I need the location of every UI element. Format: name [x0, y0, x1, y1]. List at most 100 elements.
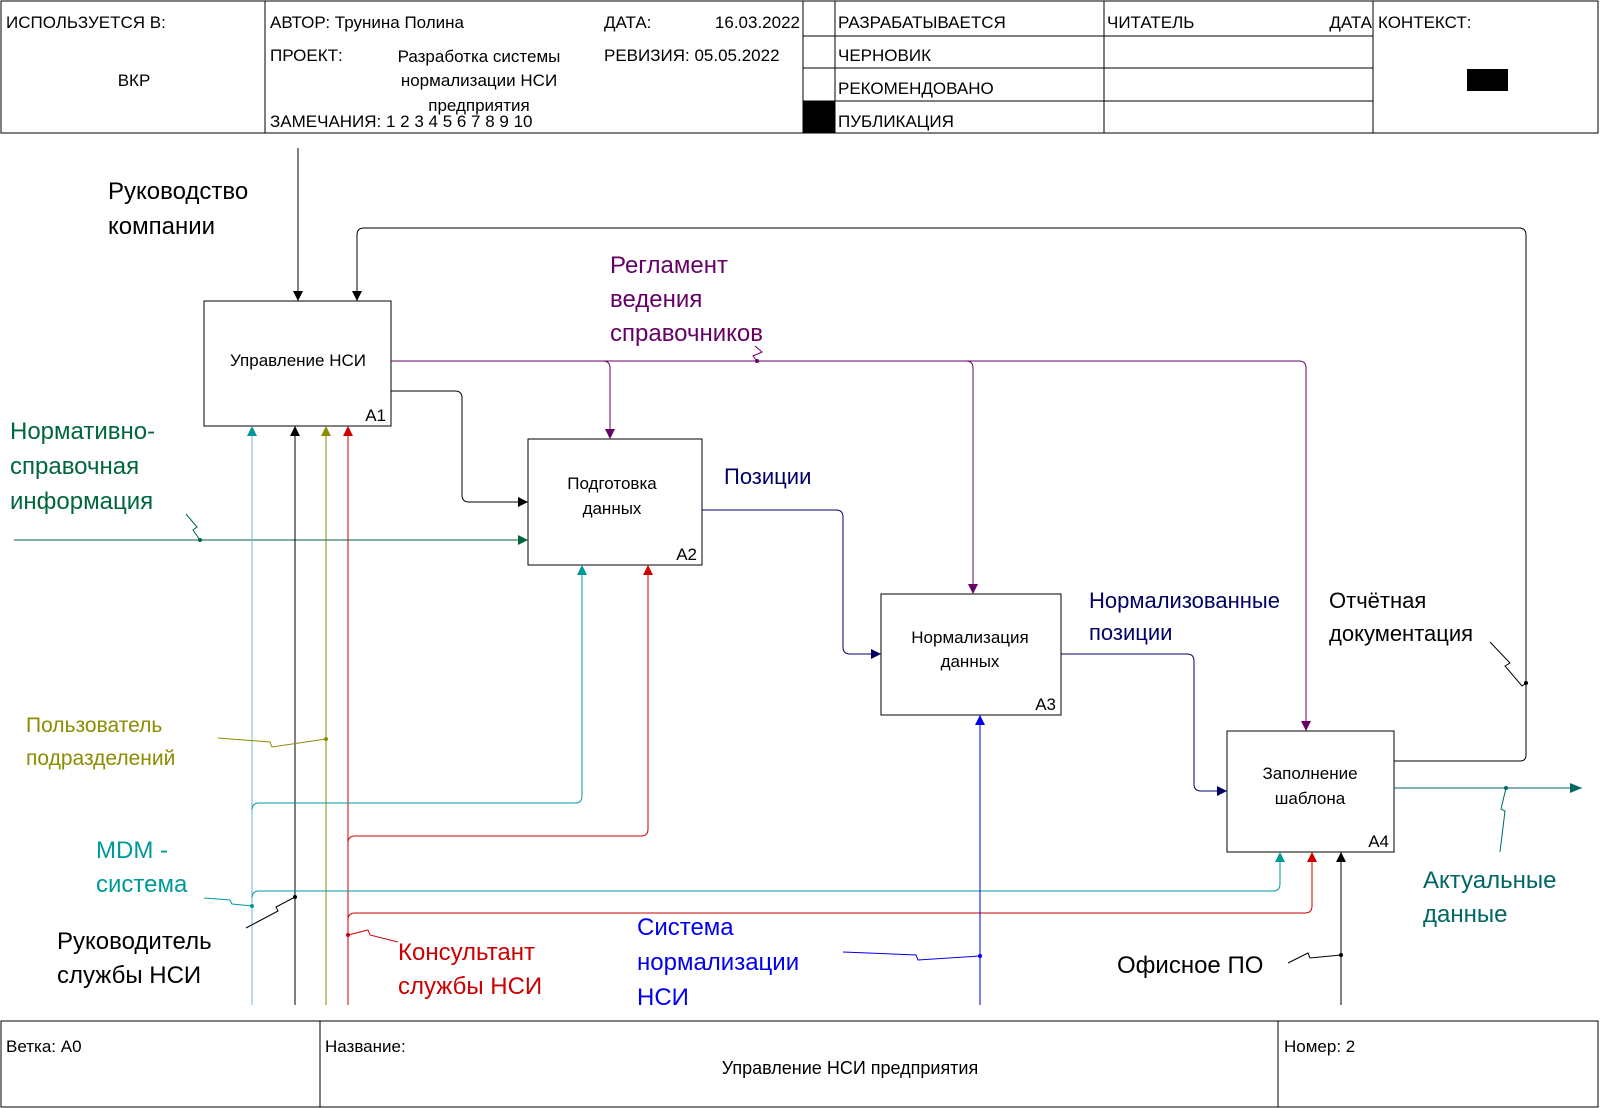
header-frame	[0, 0, 1599, 134]
label-polzovatel-1: Пользователь	[26, 714, 162, 737]
dot-mdm	[250, 904, 254, 908]
arrow-norm-pozicii[interactable]	[1061, 653, 1227, 796]
label-norm-pozicii-2: позиции	[1089, 620, 1172, 645]
label-norm-pozicii-1: Нормализованные	[1089, 588, 1280, 613]
box-a4-title-2: шаблона	[1275, 789, 1346, 808]
label-nsi-info-2: справочная	[10, 453, 139, 480]
label-rukovodstvo-1: Руководство	[108, 178, 248, 205]
project-line-1: Разработка системы	[398, 47, 561, 66]
box-a4-number: A4	[1368, 832, 1389, 851]
label-mdm-1: MDM -	[96, 837, 168, 864]
squiggle-mdm	[203, 897, 253, 907]
arrow-feedback-a4-a1[interactable]	[352, 227, 1527, 762]
label-ofisnoe: Офисное ПО	[1117, 952, 1263, 979]
box-a1[interactable]: Управление НСИ A1	[203, 300, 392, 427]
box-a3-number: A3	[1035, 695, 1056, 714]
arrow-mdm-a2[interactable]	[251, 565, 587, 811]
dot-rukovoditel	[293, 895, 297, 899]
label-sistema-norm-3: НСИ	[637, 984, 689, 1011]
box-a4-title-1: Заполнение	[1262, 764, 1357, 783]
revision: РЕВИЗИЯ: 05.05.2022	[604, 46, 780, 65]
label-rukovodstvo: Руководство компании	[108, 178, 248, 240]
status-recommended: РЕКОМЕНДОВАНО	[838, 79, 994, 98]
footer-name-label: Название:	[325, 1037, 406, 1056]
arrow-mdm-a4[interactable]	[251, 852, 1285, 899]
context-marker	[1467, 69, 1508, 91]
reader-date-label: ДАТА	[1329, 13, 1372, 32]
label-reglament: Регламент ведения справочников	[610, 252, 763, 347]
box-a2-title-2: данных	[583, 499, 642, 518]
notes: ЗАМЕЧАНИЯ: 1 2 3 4 5 6 7 8 9 10	[270, 112, 533, 131]
box-a1-title: Управление НСИ	[230, 351, 366, 370]
dot-sistema-norm	[978, 954, 982, 958]
dot-reglament	[755, 359, 759, 363]
label-konsultant: Консультант службы НСИ	[398, 939, 542, 1000]
label-rukovoditel: Руководитель службы НСИ	[57, 928, 212, 989]
box-a2-title-1: Подготовка	[567, 474, 657, 493]
label-otchet: Отчётная документация	[1329, 588, 1473, 646]
label-aktualnye-2: данные	[1423, 901, 1507, 928]
label-reglament-3: справочников	[610, 320, 763, 347]
arrow-reglament-a3[interactable]	[965, 360, 978, 594]
label-nsi-info: Нормативно- справочная информация	[10, 418, 155, 515]
label-otchet-2: документация	[1329, 621, 1473, 646]
label-pozicii-1: Позиции	[724, 464, 811, 489]
squiggle-aktualnye	[1499, 787, 1507, 853]
arrow-pozicii[interactable]	[702, 509, 881, 659]
label-mdm: MDM - система	[96, 837, 188, 898]
label-aktualnye-1: Актуальные	[1423, 867, 1556, 894]
squiggle-sistema-norm	[842, 951, 981, 961]
label-norm-pozicii: Нормализованные позиции	[1089, 588, 1280, 645]
label-polzovatel: Пользователь подразделений	[26, 714, 175, 770]
label-konsultant-1: Консультант	[398, 939, 535, 966]
dot-nsi-info	[198, 538, 202, 542]
footer-name-value: Управление НСИ предприятия	[722, 1058, 978, 1078]
arrow-reglament-main[interactable]	[391, 360, 1311, 731]
box-a4[interactable]: Заполнение шаблона A4	[1226, 730, 1395, 853]
label-reglament-2: ведения	[610, 286, 702, 313]
squiggle-otchet	[1489, 641, 1527, 687]
arrow-konsultant-a4[interactable]	[347, 852, 1317, 921]
label-rukovoditel-1: Руководитель	[57, 928, 212, 955]
dot-aktualnye	[1504, 786, 1508, 790]
box-a3[interactable]: Нормализация данных A3	[880, 593, 1062, 716]
label-rukovoditel-2: службы НСИ	[57, 962, 201, 989]
label-sistema-norm: Система нормализации НСИ	[637, 914, 799, 1011]
project-line-2: нормализации НСИ	[401, 71, 557, 90]
box-a3-title-1: Нормализация	[911, 628, 1028, 647]
dot-konsultant	[346, 933, 350, 937]
project-line-3: предприятия	[428, 96, 530, 115]
squiggle-nsi-info	[185, 513, 201, 541]
used-in-label: ИСПОЛЬЗУЕТСЯ В:	[6, 13, 166, 32]
box-a2-number: A2	[676, 545, 697, 564]
label-sistema-norm-2: нормализации	[637, 949, 799, 976]
dot-ofisnoe	[1339, 953, 1343, 957]
arrow-reglament-a2[interactable]	[602, 360, 615, 439]
box-a2[interactable]: Подготовка данных A2	[527, 438, 703, 566]
label-polzovatel-2: подразделений	[26, 747, 175, 770]
reader-label: ЧИТАТЕЛЬ	[1107, 13, 1194, 32]
dot-otchet	[1524, 681, 1528, 685]
label-pozicii: Позиции	[724, 464, 811, 489]
status-publication: ПУБЛИКАЦИЯ	[838, 112, 954, 131]
label-nsi-info-3: информация	[10, 488, 153, 515]
date-label: ДАТА:	[604, 13, 651, 32]
project-label: ПРОЕКТ:	[270, 46, 343, 65]
author: АВТОР: Трунина Полина	[270, 13, 465, 32]
used-in-value: ВКР	[118, 71, 151, 90]
footer-number: Номер: 2	[1284, 1037, 1355, 1056]
status-developing: РАЗРАБАТЫВАЕТСЯ	[838, 13, 1006, 32]
label-konsultant-2: службы НСИ	[398, 973, 542, 1000]
label-nsi-info-1: Нормативно-	[10, 418, 155, 445]
arrow-a1-a2[interactable]	[391, 390, 528, 507]
label-reglament-1: Регламент	[610, 252, 728, 279]
box-a3-title-2: данных	[941, 652, 1000, 671]
arrow-konsultant-a2[interactable]	[347, 565, 653, 844]
squiggle-reglament	[752, 345, 763, 362]
date-value: 16.03.2022	[715, 13, 800, 32]
label-otchet-1: Отчётная	[1329, 588, 1426, 613]
squiggle-ofisnoe	[1287, 952, 1342, 964]
label-ofisnoe-1: Офисное ПО	[1117, 952, 1263, 979]
dot-polzovatel	[324, 737, 328, 741]
